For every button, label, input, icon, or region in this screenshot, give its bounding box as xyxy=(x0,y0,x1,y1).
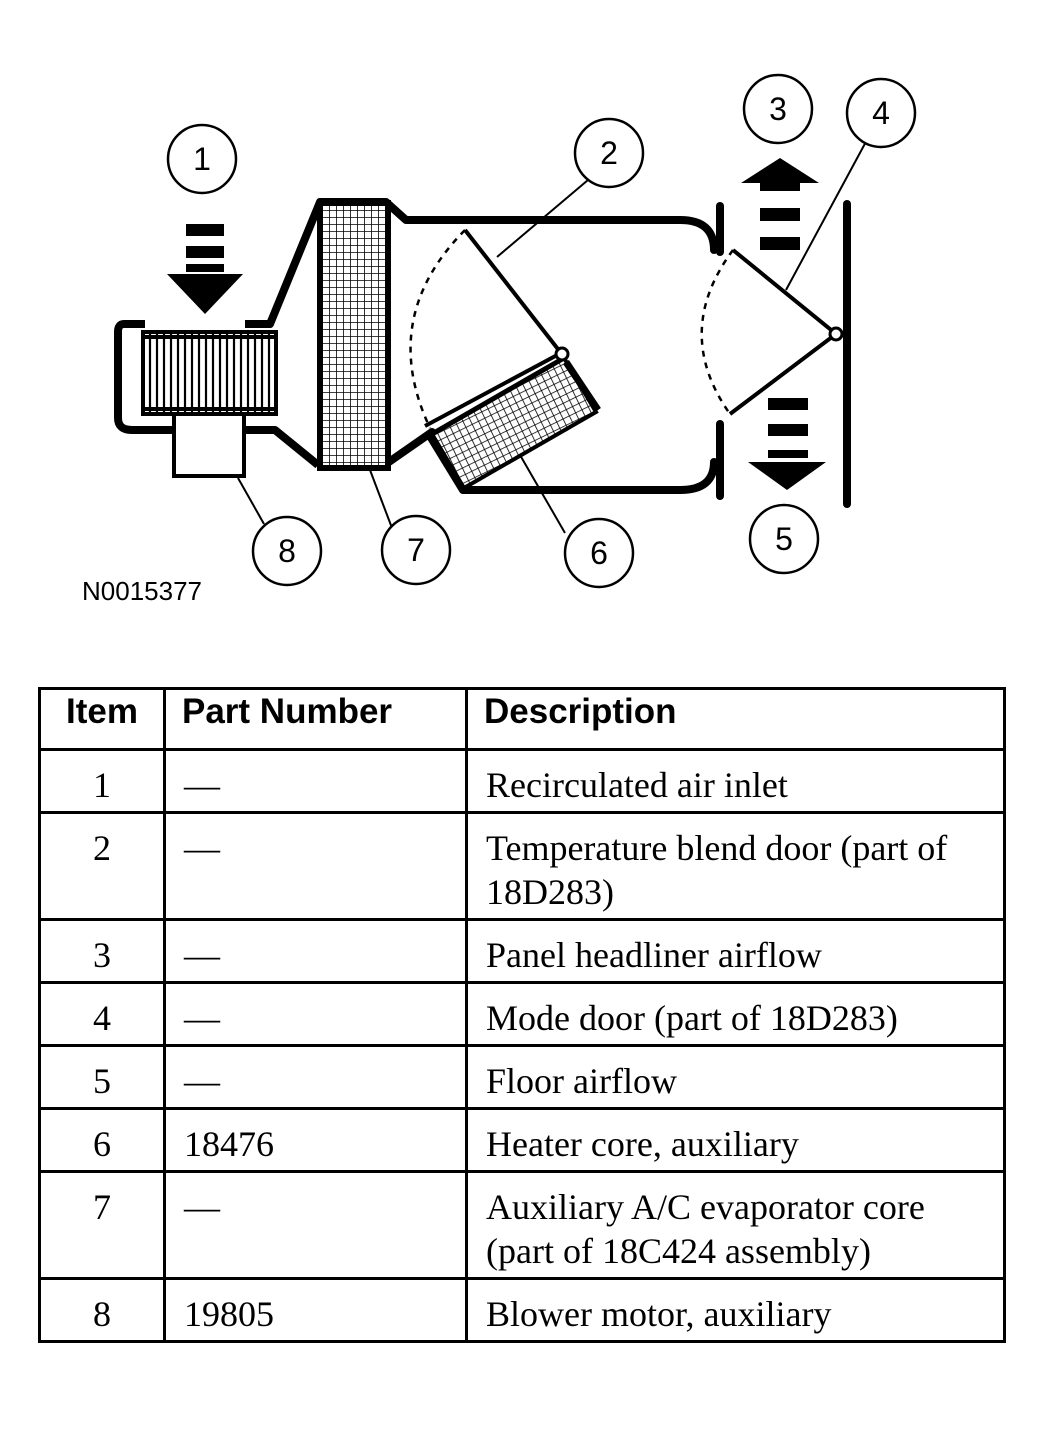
cell-item: 7 xyxy=(38,1170,166,1280)
cell-part-number: — xyxy=(163,918,468,984)
table-row: 4 — Mode door (part of 18D283) xyxy=(38,981,1006,1047)
svg-text:3: 3 xyxy=(769,91,787,127)
cell-item: 6 xyxy=(38,1107,166,1173)
table-row: 3 — Panel headliner airflow xyxy=(38,918,1006,984)
svg-text:1: 1 xyxy=(193,141,211,177)
table-row: 8 19805 Blower motor, auxiliary xyxy=(38,1277,1006,1343)
cell-item: 4 xyxy=(38,981,166,1047)
cell-part-number: — xyxy=(163,1044,468,1110)
cell-description: Floor airflow xyxy=(465,1044,1006,1110)
cell-item: 8 xyxy=(38,1277,166,1343)
cell-description: Blower motor, auxiliary xyxy=(465,1277,1006,1343)
cell-item: 2 xyxy=(38,811,166,921)
cell-item: 1 xyxy=(38,748,166,814)
hvac-airflow-diagram: 1 2 3 4 5 6 7 8 N0015377 xyxy=(82,73,917,606)
cell-description: Auxiliary A/C evaporator core (part of 1… xyxy=(465,1170,1006,1280)
callout-6: 6 xyxy=(563,517,635,589)
hvac-case-outline xyxy=(266,198,718,494)
floor-airflow-arrow xyxy=(748,398,826,490)
heater-core xyxy=(429,355,601,491)
cell-part-number: 18476 xyxy=(163,1107,468,1173)
cell-part-number: 19805 xyxy=(163,1277,468,1343)
cell-description: Mode door (part of 18D283) xyxy=(465,981,1006,1047)
callout-4: 4 xyxy=(845,77,917,149)
cell-part-number: — xyxy=(163,1170,468,1280)
table-row: 6 18476 Heater core, auxiliary xyxy=(38,1107,1006,1173)
svg-text:4: 4 xyxy=(872,95,890,131)
panel-airflow-arrow xyxy=(741,158,819,250)
cell-part-number: — xyxy=(163,981,468,1047)
svg-text:8: 8 xyxy=(278,533,296,569)
svg-text:7: 7 xyxy=(407,532,425,568)
callout-2: 2 xyxy=(573,117,645,189)
blower-wheel xyxy=(141,330,278,416)
svg-text:6: 6 xyxy=(590,535,608,571)
cell-part-number: — xyxy=(163,811,468,921)
svg-text:5: 5 xyxy=(775,521,793,557)
parts-table: Item Part Number Description 1 — Recircu… xyxy=(38,687,1006,1343)
callout-1: 1 xyxy=(166,123,238,195)
cell-description: Heater core, auxiliary xyxy=(465,1107,1006,1173)
table-row: 2 — Temperature blend door (part of 18D2… xyxy=(38,811,1006,921)
callout-8: 8 xyxy=(251,515,323,587)
cell-description: Temperature blend door (part of 18D283) xyxy=(465,811,1006,921)
figure-id: N0015377 xyxy=(82,576,202,606)
table-row: 5 — Floor airflow xyxy=(38,1044,1006,1110)
callout-3: 3 xyxy=(742,73,814,145)
temperature-blend-door xyxy=(409,228,570,429)
leader-lines xyxy=(237,137,869,534)
blower-housing xyxy=(114,320,321,469)
table-row: 7 — Auxiliary A/C evaporator core (part … xyxy=(38,1170,1006,1280)
header-item: Item xyxy=(38,687,166,751)
mode-door xyxy=(700,248,844,416)
evaporator-core xyxy=(317,200,391,471)
svg-text:2: 2 xyxy=(600,135,618,171)
cell-description: Recirculated air inlet xyxy=(465,748,1006,814)
cell-part-number: — xyxy=(163,748,468,814)
callout-7: 7 xyxy=(380,514,452,586)
header-description: Description xyxy=(465,687,1006,751)
callout-5: 5 xyxy=(748,503,820,575)
blower-motor xyxy=(172,412,246,478)
cell-description: Panel headliner airflow xyxy=(465,918,1006,984)
table-header-row: Item Part Number Description xyxy=(38,687,1006,751)
recirc-inlet-arrow xyxy=(167,224,243,314)
header-part-number: Part Number xyxy=(163,687,468,751)
table-row: 1 — Recirculated air inlet xyxy=(38,748,1006,814)
cell-item: 3 xyxy=(38,918,166,984)
cell-item: 5 xyxy=(38,1044,166,1110)
